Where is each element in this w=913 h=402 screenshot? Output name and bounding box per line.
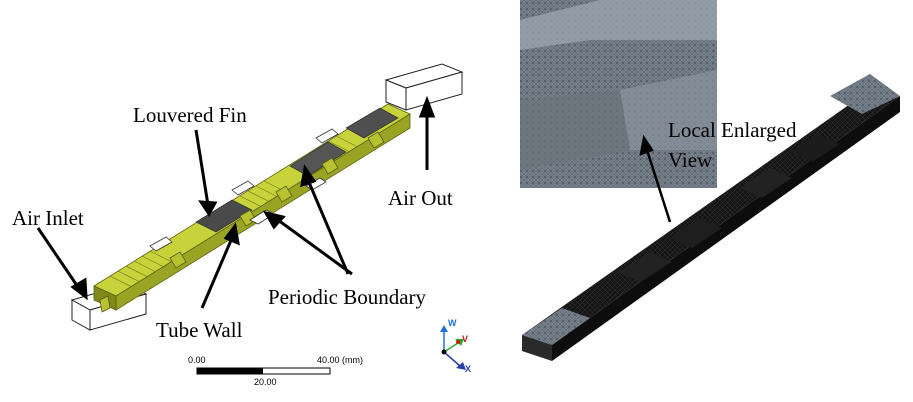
label-view: View (668, 148, 713, 172)
enlarged-inset (520, 0, 717, 188)
louver-region-1 (195, 199, 253, 233)
geometry-panel: Louvered Fin Air Inlet Air Out Periodic … (12, 63, 472, 387)
louver-region-3 (345, 107, 399, 139)
scale-start: 0.00 (188, 355, 206, 365)
axis-x-label: X (465, 364, 472, 374)
mesh-body (522, 74, 900, 361)
mesh-panel: Local Enlarged View (500, 0, 913, 402)
label-air-out: Air Out (388, 186, 453, 210)
label-tube-wall: Tube Wall (156, 318, 243, 342)
label-air-inlet: Air Inlet (12, 206, 84, 230)
axis-triad-icon (440, 325, 466, 370)
label-louvered-fin: Louvered Fin (133, 103, 247, 127)
scale-bar (196, 367, 331, 375)
enlarged-arrow (639, 134, 672, 223)
tube-walls (99, 131, 385, 313)
annotation-arrows (36, 95, 436, 309)
label-periodic-boundary: Periodic Boundary (268, 285, 427, 309)
mesh-drawing (520, 0, 900, 361)
label-local-enlarged: Local Enlarged (668, 118, 797, 142)
outlet-box (384, 63, 464, 111)
geometry-drawing (36, 63, 466, 375)
scale-mid: 20.00 (254, 377, 277, 387)
scale-end: 40.00 (mm) (317, 355, 364, 365)
axis-v-label: V (462, 334, 469, 344)
axis-w-label: W (448, 318, 457, 328)
